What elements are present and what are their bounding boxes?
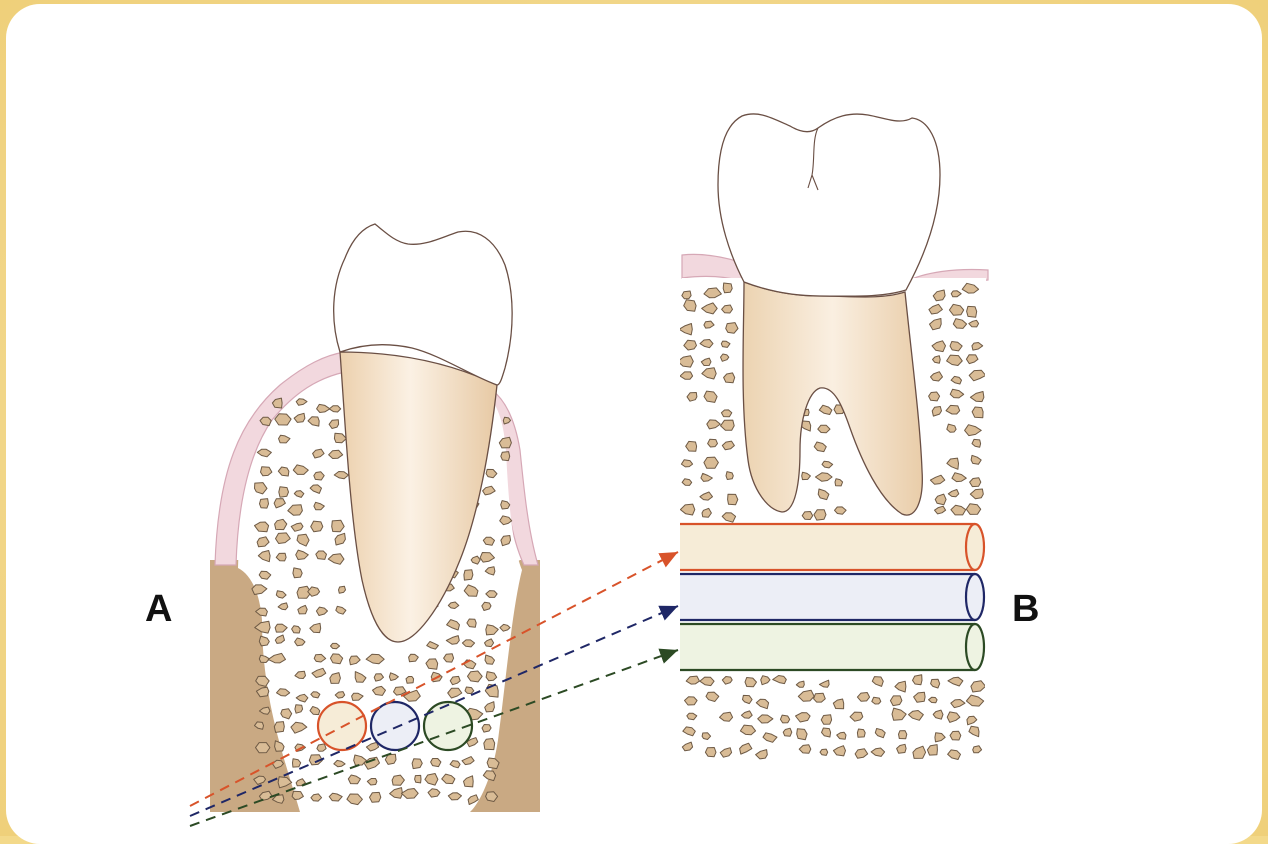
trabecula-blob [899, 731, 907, 739]
trabecula-blob [814, 693, 826, 702]
trabecula-blob [972, 407, 983, 418]
label-b: B [1012, 588, 1039, 631]
canal-tube-green [680, 624, 984, 670]
trabecula-blob [967, 306, 977, 317]
canal-tube-blue [680, 574, 984, 620]
section-a-cross-section [210, 224, 540, 812]
trabecula-blob [704, 457, 719, 468]
trabecula-blob [947, 424, 956, 432]
trabecula-blob [431, 759, 441, 767]
trabecula-blob [728, 494, 738, 505]
trabecula-blob [802, 512, 813, 520]
trabecula-blob [682, 291, 691, 299]
canal-tube-orange [680, 524, 984, 570]
trabecula-blob [950, 731, 961, 740]
trabecula-blob [857, 729, 865, 737]
trabecula-blob [797, 729, 807, 740]
trabecula-blob [316, 551, 327, 559]
trabecula-blob [679, 324, 692, 335]
trabecula-blob [929, 392, 940, 401]
trabecula-blob [821, 715, 831, 725]
trabecula-blob [708, 439, 718, 447]
label-a: A [145, 588, 172, 631]
trabecula-blob [274, 722, 284, 733]
trabecula-blob [412, 759, 422, 769]
trabecula-blob [678, 356, 694, 367]
trabecula-blob [705, 748, 716, 757]
trabecula-blob [311, 521, 323, 532]
section-b-crown [718, 114, 940, 296]
trabecula-blob [293, 568, 302, 578]
trabecula-blob [484, 739, 495, 750]
trabecula-blob [501, 452, 510, 461]
trabecula-blob [780, 715, 789, 723]
trabecula-blob [260, 499, 269, 509]
trabecula-blob [317, 744, 326, 751]
trabecula-blob [482, 602, 491, 610]
trabecula-blob [726, 472, 733, 480]
trabecula-blob [295, 705, 303, 713]
trabecula-blob [256, 743, 270, 753]
trabecula-blob [292, 626, 301, 633]
trabecula-blob [680, 372, 693, 379]
trabecula-blob [464, 570, 473, 580]
trabecula-blob [406, 677, 414, 684]
trabecula-blob [814, 510, 826, 520]
trabecula-blob [872, 697, 881, 704]
section-b-longitudinal-section [678, 114, 988, 760]
canal-circle-blue [371, 702, 419, 750]
trabecula-blob [279, 487, 289, 497]
trabecula-blob [370, 792, 381, 802]
trabecula-blob [890, 696, 902, 706]
trabecula-blob [723, 283, 732, 293]
trabecula-blob [820, 749, 828, 755]
trabecula-blob [415, 775, 421, 783]
trabecula-blob [721, 410, 731, 417]
